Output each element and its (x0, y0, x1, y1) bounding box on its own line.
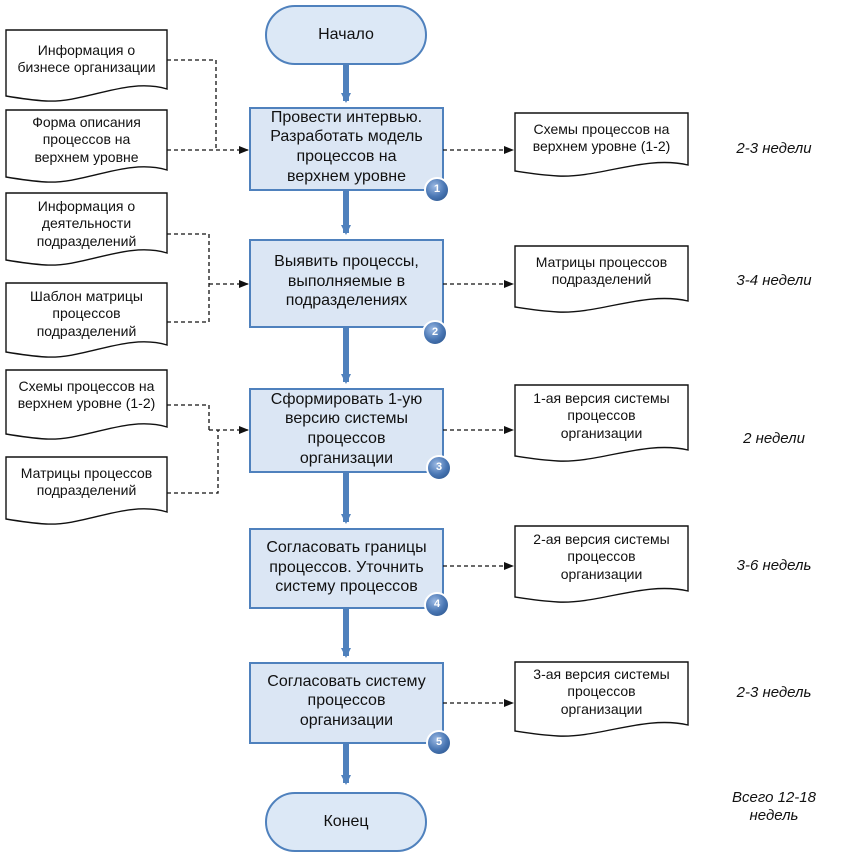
step-badge-2 (422, 320, 448, 346)
output-doc-1 (514, 112, 689, 177)
step-badge-number-1: 1 (433, 183, 441, 196)
step-badge-1 (424, 177, 450, 203)
input-doc-1 (5, 29, 168, 102)
step-box-5 (249, 662, 444, 744)
step-box-4 (249, 528, 444, 609)
link-input-5 (167, 404, 210, 430)
output-docs (514, 112, 689, 737)
output-label-3: 1-ая версия системы процессов организаци… (533, 390, 670, 441)
step-label-4: Согласовать границы процессов. Уточнить … (266, 539, 427, 596)
output-doc-3 (514, 384, 689, 462)
input-label-2: Форма описания процессов на верхнем уров… (32, 114, 141, 165)
input-doc-5 (5, 369, 168, 440)
duration-label-3: 2 недели (743, 429, 805, 447)
output-doc-5 (514, 661, 689, 737)
step-badge-5 (426, 730, 452, 756)
step-badge-4 (424, 592, 450, 618)
duration-label-1: 2-3 недели (736, 139, 812, 157)
dashed-connectors (167, 59, 514, 707)
input-doc-4 (5, 282, 168, 358)
duration-label-4: 3-6 недель (736, 556, 812, 574)
total-duration-label: Всего 12-18 недель (732, 788, 816, 824)
step-badges (422, 177, 452, 756)
step-label-3: Сформировать 1-ую версию системы процесс… (270, 390, 423, 467)
input-label-1: Информация о бизнесе организации (17, 41, 156, 75)
step-badge-number-3: 3 (435, 461, 443, 474)
input-label-4: Шаблон матрицы процессов подразделений (30, 288, 143, 339)
step-box-2 (249, 239, 444, 328)
step-badge-number-4: 4 (433, 598, 441, 611)
input-label-5: Схемы процессов на верхнем уровне (1-2) (17, 377, 156, 411)
duration-label-5: 2-3 недель (736, 683, 812, 701)
step-badge-3 (426, 455, 452, 481)
link-input-4 (167, 284, 210, 323)
link-input-6 (167, 430, 219, 494)
input-doc-3 (5, 192, 168, 266)
input-label-6: Матрицы процессов подразделений (20, 464, 153, 498)
step-box-3 (249, 388, 444, 473)
output-label-5: 3-ая версия системы процессов организаци… (533, 666, 670, 717)
link-input-1 (167, 59, 217, 150)
output-doc-4 (514, 525, 689, 603)
duration-label-2: 3-4 недели (736, 271, 812, 289)
input-doc-2 (5, 109, 168, 183)
step-label-5: Согласовать систему процессов организаци… (267, 672, 426, 729)
output-label-2: Матрицы процессов подразделений (535, 253, 668, 287)
end-terminator (265, 792, 427, 852)
link-input-3 (167, 233, 210, 284)
input-doc-6 (5, 456, 168, 525)
input-docs (5, 29, 168, 525)
step-box-1 (249, 107, 444, 191)
start-label: Начало (318, 26, 374, 44)
end-label: Конец (323, 813, 369, 831)
step-label-2: Выявить процессы, выполняемые в подразде… (274, 253, 419, 310)
step-badge-number-2: 2 (431, 326, 439, 339)
output-label-4: 2-ая версия системы процессов организаци… (533, 531, 670, 582)
output-label-1: Схемы процессов на верхнем уровне (1-2) (532, 120, 671, 154)
output-doc-2 (514, 245, 689, 313)
start-terminator (265, 5, 427, 65)
step-badge-number-5: 5 (435, 736, 443, 749)
process-boxes (249, 107, 444, 744)
input-label-3: Информация о деятельности подразделений (36, 198, 137, 249)
step-label-1: Провести интервью. Разработать модель пр… (270, 108, 423, 185)
